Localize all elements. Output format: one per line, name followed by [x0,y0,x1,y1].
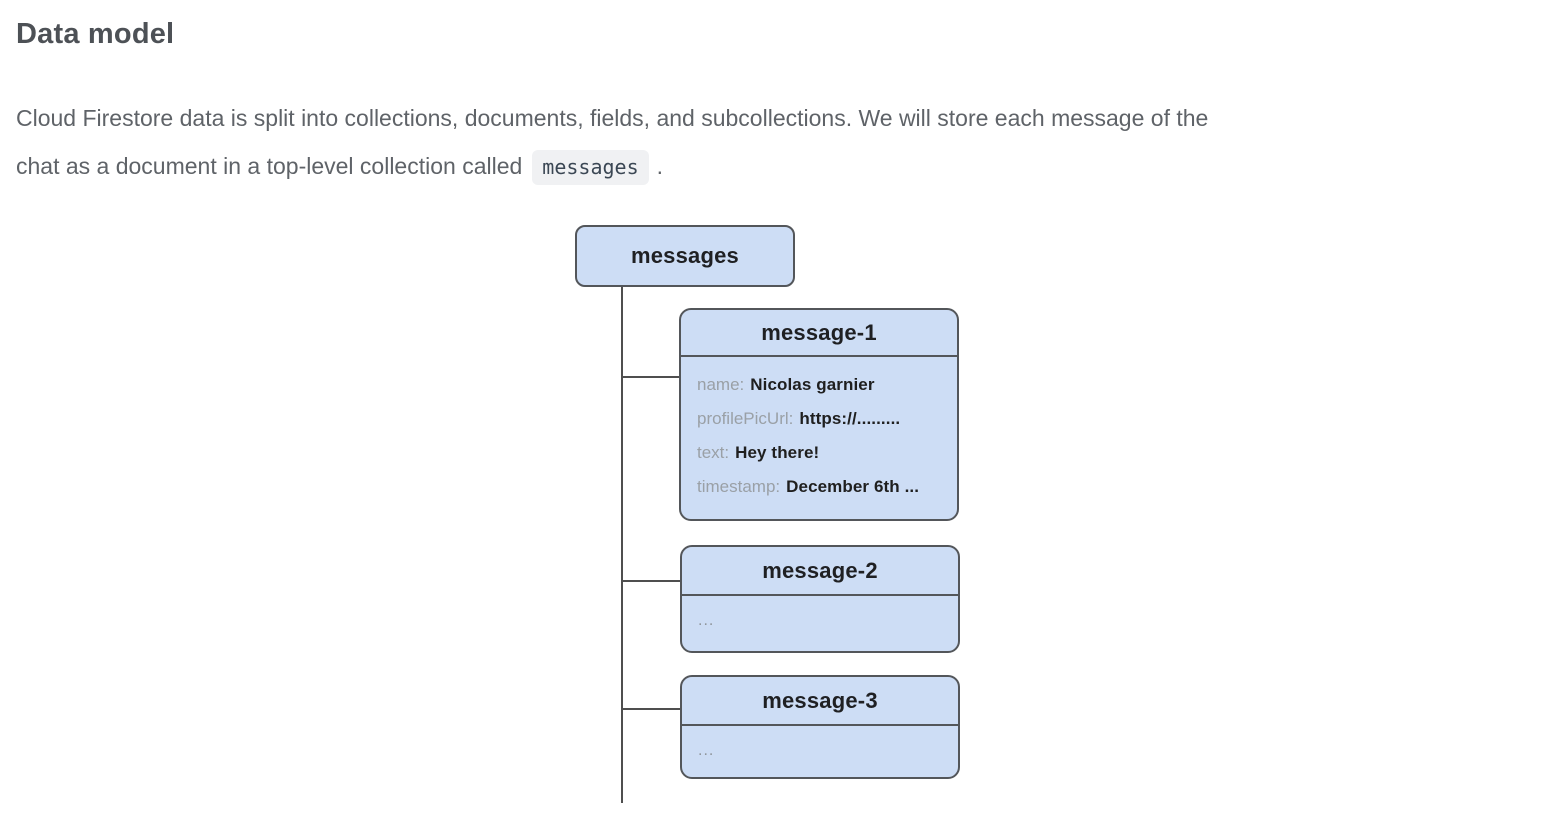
document-fields: name: Nicolas garnier profilePicUrl: htt… [681,357,957,504]
section-heading: Data model [16,18,175,50]
field-row-timestamp: timestamp: December 6th ... [697,470,945,504]
field-value: Hey there! [735,443,820,462]
field-label: profilePicUrl: [697,409,794,428]
field-label: timestamp: [697,477,781,496]
document-ellipsis: ... [698,612,715,629]
inline-code-chip: messages [532,150,649,185]
field-label: name: [697,375,745,394]
collection-label: messages [630,243,739,268]
tree-trunk-line [621,287,623,803]
connector-line-message-1 [622,376,679,378]
document-card-message-1: message-1 name: Nicolas garnier profileP… [679,308,959,521]
document-title: message-1 [681,310,957,357]
field-value: Nicolas garnier [750,375,875,394]
document-title: message-2 [682,547,958,596]
paragraph-line-2-suffix: . [656,153,664,179]
connector-line-message-3 [622,708,680,710]
document-card-message-3: message-3 ... [680,675,960,779]
connector-line-message-2 [622,580,680,582]
field-label: text: [697,443,730,462]
field-value: December 6th ... [786,477,920,496]
paragraph-line-1: Cloud Firestore data is split into colle… [16,105,1209,131]
document-card-message-2: message-2 ... [680,545,960,653]
field-value: https://......... [799,409,901,428]
collection-node-messages: messages [575,225,795,287]
field-row-text: text: Hey there! [697,436,945,470]
field-row-profilepicurl: profilePicUrl: https://......... [697,402,945,436]
document-title: message-3 [682,677,958,726]
document-ellipsis: ... [698,742,715,759]
field-row-name: name: Nicolas garnier [697,368,945,402]
intro-paragraph: Cloud Firestore data is split into colle… [16,94,1516,190]
paragraph-line-2-prefix: chat as a document in a top-level collec… [16,153,523,179]
